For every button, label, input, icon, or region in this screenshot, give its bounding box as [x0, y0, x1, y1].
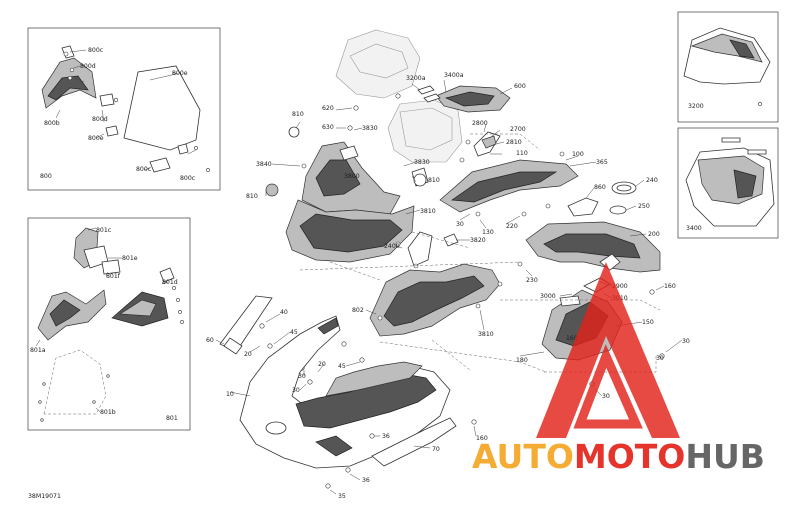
label-801d: 801d: [162, 279, 178, 286]
callout-180: 180: [516, 357, 528, 364]
label-800d: 800d: [80, 63, 96, 70]
watermark-logo: [536, 262, 680, 438]
callout-150: 150: [642, 319, 654, 326]
callout-3000: 3000: [540, 293, 556, 300]
callout-230: 230: [526, 277, 538, 284]
callout-160-c: 160: [476, 435, 488, 442]
inset-3200: 3200: [677, 11, 779, 123]
callout-45: 45: [290, 329, 298, 336]
label-800c-2: 800c: [136, 166, 152, 173]
label-801a: 801a: [30, 347, 46, 354]
label-801b: 801b: [100, 409, 116, 416]
brand-hub: HUB: [685, 437, 765, 476]
callout-3800: 3800: [344, 173, 360, 180]
inset-800: 800c 800d 800e 800b 800d 800e 800c 800c …: [27, 27, 221, 191]
inset-3400-name: 3400: [686, 225, 702, 232]
callout-3840: 3840: [256, 161, 272, 168]
callout-3820: 3820: [470, 237, 486, 244]
watermark-triangle-inner: [573, 344, 643, 429]
callout-10: 10: [226, 391, 234, 398]
callout-30-d: 30: [292, 387, 300, 394]
callout-2700: 2700: [510, 126, 526, 133]
inset-800-name: 800: [40, 173, 52, 180]
callout-802: 802: [352, 307, 364, 314]
label-800c: 800c: [88, 47, 104, 54]
callout-60: 60: [206, 337, 214, 344]
brand-moto: MOTO: [574, 437, 685, 476]
callout-30-e: 30: [602, 393, 610, 400]
callout-2800: 2800: [472, 120, 488, 127]
callout-30-f: 30: [656, 355, 664, 362]
callout-600: 600: [514, 83, 526, 90]
callout-100: 100: [572, 151, 584, 158]
callout-630: 630: [322, 124, 334, 131]
callout-70: 70: [432, 446, 440, 453]
callout-30-a: 30: [456, 221, 464, 228]
label-801e: 801e: [122, 255, 138, 262]
windshield-801b: [43, 349, 107, 415]
callout-3400a: 3400a: [444, 72, 464, 79]
callout-36-a: 36: [382, 433, 390, 440]
callout-160-a: 160: [664, 283, 676, 290]
callout-365: 365: [596, 159, 608, 166]
callout-810-2: 810: [428, 177, 440, 184]
callout-3810-2: 3810: [478, 331, 494, 338]
callout-810: 810: [292, 111, 304, 118]
callout-620: 620: [322, 105, 334, 112]
document-code: 38M19071: [28, 493, 61, 500]
callout-30-c: 30: [298, 373, 306, 380]
callout-240: 240: [646, 177, 658, 184]
label-801c: 801c: [96, 227, 112, 234]
callout-3810: 3810: [420, 208, 436, 215]
callout-2400: 2400: [384, 243, 400, 250]
callout-3830-2: 3830: [414, 159, 430, 166]
callout-20: 20: [244, 351, 252, 358]
callout-3830: 3830: [362, 125, 378, 132]
label-800e-2: 800e: [88, 135, 104, 142]
label-800d-2: 800d: [92, 116, 108, 123]
callout-110: 110: [516, 150, 528, 157]
label-800c-3: 800c: [180, 175, 196, 182]
callout-35: 35: [338, 493, 346, 500]
callout-250: 250: [638, 203, 650, 210]
callout-20-b: 20: [318, 361, 326, 368]
callout-860: 860: [594, 184, 606, 191]
watermark-wordmark: AUTOMOTOHUB: [472, 437, 765, 476]
label-800e: 800e: [172, 70, 188, 77]
callout-45-b: 45: [338, 363, 346, 370]
trim-70: [371, 417, 457, 467]
brand-auto: AUTO: [472, 437, 574, 476]
inset-801-name: 801: [166, 415, 178, 422]
inset-801: 801c 801e 801f 801d 801a 801b 801: [27, 217, 191, 431]
callout-2810: 2810: [506, 139, 522, 146]
callout-2900: 2900: [612, 283, 628, 290]
inset-3200-name: 3200: [688, 103, 704, 110]
callout-130: 130: [482, 229, 494, 236]
callout-3200a: 3200a: [406, 75, 426, 82]
watermark-triangle: [536, 262, 680, 438]
callout-220: 220: [506, 223, 518, 230]
label-801f: 801f: [106, 273, 121, 280]
svg-text:AUTOMOTOHUB: AUTOMOTOHUB: [472, 437, 765, 476]
windshield-800e: [123, 65, 201, 151]
inset-3400: 3400: [677, 127, 779, 239]
callout-200: 200: [648, 231, 660, 238]
label-800b: 800b: [44, 120, 60, 127]
callout-30-b: 30: [682, 338, 690, 345]
callout-160-b: 160: [566, 335, 578, 342]
callout-810-3: 810: [246, 193, 258, 200]
callout-40: 40: [280, 309, 288, 316]
callout-36-b: 36: [362, 477, 370, 484]
